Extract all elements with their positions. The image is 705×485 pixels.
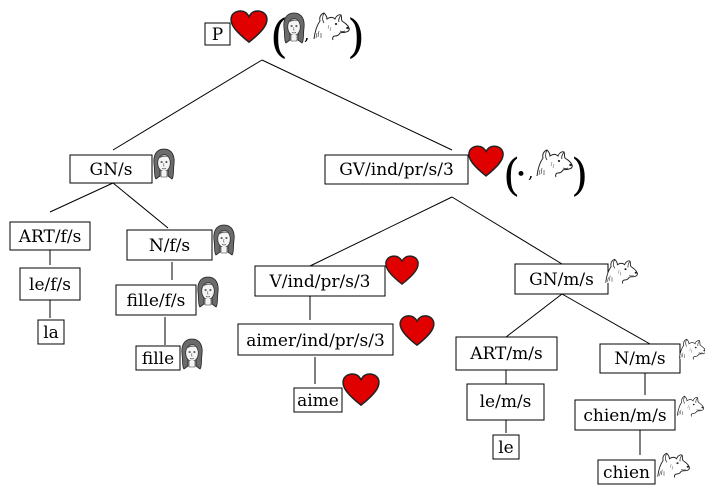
- node-gn-ms-box[interactable]: [514, 263, 609, 295]
- heart-icon: [385, 255, 419, 285]
- root-args-close: ): [347, 9, 365, 63]
- node-chien-ms-label: chien/m/s: [583, 406, 666, 426]
- node-le-ms-label: le/m/s: [480, 392, 532, 412]
- heart-icon: [230, 10, 268, 43]
- girl-face-icon: [197, 276, 219, 308]
- node-fille-fs-label: fille/f/s: [127, 291, 186, 311]
- girl-face-icon: [153, 148, 175, 180]
- node-art-fs-label: ART/f/s: [18, 227, 82, 247]
- tree-edges: [49, 59, 651, 455]
- node-gv-label: GV/ind/pr/s/3: [339, 160, 454, 180]
- node-n-ms-box[interactable]: [599, 343, 681, 374]
- girl-face-icon: [213, 224, 235, 256]
- gv-args-bullet: •: [516, 165, 526, 185]
- node-p-label: P: [212, 25, 223, 45]
- node-fille-box[interactable]: [135, 345, 181, 371]
- node-art-fs-box[interactable]: [9, 221, 91, 251]
- node-le-box[interactable]: [492, 434, 520, 460]
- node-labels: P GN/s GV/ind/pr/s/3 ART/f/s N/f/s le/f/…: [18, 25, 667, 483]
- heart-icon: [342, 373, 380, 406]
- dog-head-icon: [678, 338, 705, 360]
- node-la-box[interactable]: [37, 319, 65, 345]
- dog-head-icon: [605, 258, 638, 285]
- node-n-fs-box[interactable]: [126, 229, 213, 261]
- dog-head-icon: [676, 395, 705, 417]
- gv-args-close: ): [571, 150, 588, 201]
- edge-gv-v: [309, 196, 453, 267]
- node-aimer-label: aimer/ind/pr/s/3: [246, 331, 385, 351]
- node-chien-box[interactable]: [597, 459, 656, 485]
- edge-gn-art: [49, 182, 114, 213]
- node-v-box[interactable]: [254, 265, 386, 297]
- girl-face-icon: [181, 338, 203, 370]
- edge-gn-art-m: [505, 293, 563, 338]
- node-chien-label: chien: [603, 463, 650, 483]
- node-v-label: V/ind/pr/s/3: [268, 272, 370, 292]
- node-gn-ms-label: GN/m/s: [529, 270, 594, 290]
- gv-args-open: (: [503, 150, 520, 201]
- node-art-ms-label: ART/m/s: [469, 344, 542, 364]
- node-gn-s-box[interactable]: [69, 154, 153, 184]
- heart-icon: [399, 315, 435, 346]
- heart-icon: [468, 145, 504, 177]
- node-fille-label: fille: [142, 349, 174, 369]
- node-n-ms-label: N/m/s: [614, 349, 665, 369]
- edge-gn-n: [112, 182, 169, 229]
- edge-gn-n-m: [561, 293, 651, 345]
- node-fille-fs-box[interactable]: [115, 284, 197, 316]
- node-aimer-box[interactable]: [237, 323, 394, 356]
- edge-p-gv: [261, 59, 453, 151]
- gv-args-comma: ,: [528, 163, 533, 183]
- node-gv-box[interactable]: [324, 154, 469, 185]
- node-la-label: la: [43, 323, 59, 343]
- dog-head-icon: [313, 12, 350, 41]
- node-chien-ms-box[interactable]: [574, 399, 676, 431]
- dog-head-icon: [657, 452, 690, 479]
- node-art-ms-box[interactable]: [455, 336, 558, 371]
- node-boxes: [9, 22, 681, 485]
- node-n-fs-label: N/f/s: [149, 236, 190, 256]
- node-aime-box[interactable]: [293, 387, 343, 413]
- node-le-label: le: [498, 438, 514, 458]
- girl-face-icon: [283, 12, 305, 44]
- node-le-fs-box[interactable]: [19, 267, 81, 301]
- node-aime-label: aime: [297, 391, 339, 411]
- node-gn-s-label: GN/s: [90, 160, 133, 180]
- root-args-comma: ,: [304, 25, 309, 45]
- node-p-box[interactable]: [204, 22, 231, 46]
- dog-head-icon: [536, 149, 573, 178]
- node-le-ms-box[interactable]: [466, 383, 545, 421]
- edge-p-gn: [112, 59, 263, 151]
- root-args-open: (: [270, 9, 288, 63]
- edge-gv-gn: [451, 196, 563, 265]
- node-le-fs-label: le/f/s: [29, 275, 71, 295]
